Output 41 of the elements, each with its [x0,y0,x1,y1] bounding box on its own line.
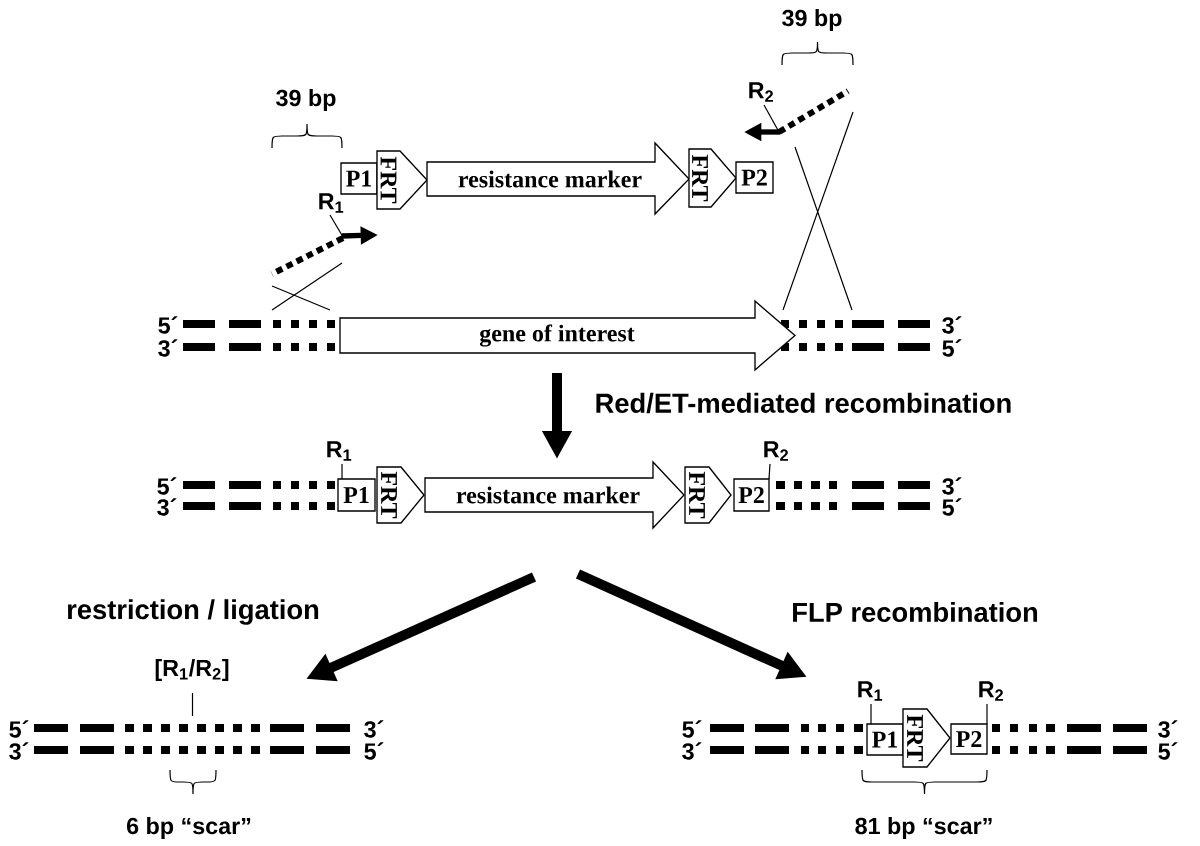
site-label: R$_{2}$ [749,82,773,102]
strand-end-label: 3´ [364,720,384,738]
strand-end-label: 3´ [942,316,962,334]
strand-end-label: 3´ [682,742,702,760]
site-label: R$_{1}$ [858,681,883,701]
leader-line [763,104,780,133]
strand-end-label: 3´ [1158,720,1178,738]
leader-line [341,463,343,480]
pointed-box: gene of interest [339,299,797,372]
strand-end-label: 3´ [942,477,962,495]
dimension-label: 39 bp [782,9,842,31]
strand-end-label: 5´ [157,477,177,495]
site-label: R$_{1}$ [319,193,344,213]
edge-label: Red/ET-mediated recombination [593,391,1014,415]
dimension-label: 6 bp “scar” [126,817,251,839]
strand-end-label: 5´ [158,316,178,334]
site-label: [R$_{1}$/R$_{2}$] [155,659,229,681]
leader-line [986,703,988,725]
strand-end-label: 5´ [942,339,962,357]
dimension-label: 39 bp [276,89,336,111]
dimension-label: 81 bp “scar” [855,817,992,839]
site-label: R$_{2}$ [764,441,788,461]
edge-label: restriction / ligation [64,597,322,627]
site-box: P1 [340,162,378,195]
strand-end-label: 5´ [942,498,962,516]
leader-line [870,703,872,725]
strand-end-label: 5´ [9,720,29,738]
strand-end-label: 5´ [1158,742,1178,760]
edge-label: FLP recombination [789,600,1041,624]
strand-end-label: 3´ [157,498,177,516]
dna-strands [34,724,350,754]
strand-end-label: 3´ [158,339,178,357]
site-label: R$_{2}$ [979,681,1003,701]
strand-end-label: 5´ [364,742,384,760]
strand-end-label: 3´ [9,742,29,760]
leader-line [768,463,771,480]
strand-end-label: 5´ [682,720,702,738]
site-label: R$_{1}$ [327,441,352,461]
leader-line [191,692,194,717]
leader-line [329,214,344,238]
site-box: P2 [735,161,774,194]
